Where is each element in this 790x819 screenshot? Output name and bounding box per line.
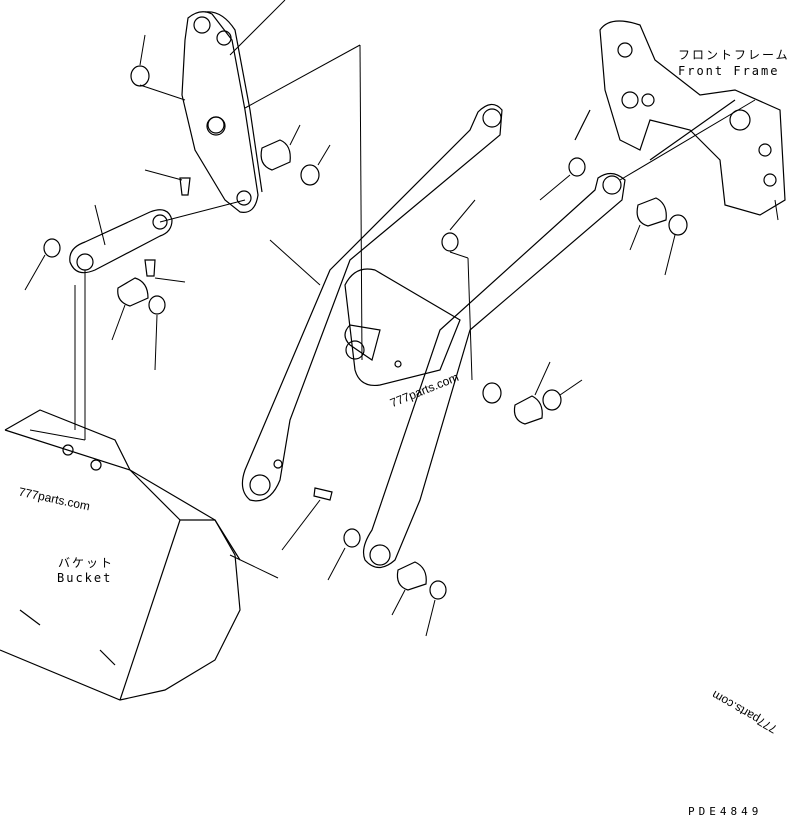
bucket <box>0 409 241 701</box>
grease-fittings <box>144 177 333 501</box>
front-frame-label-jp: フロントフレーム <box>678 48 790 62</box>
retaining-rings <box>43 65 688 600</box>
lift-arm <box>241 103 626 569</box>
leader-lines <box>24 0 779 637</box>
link <box>69 209 173 274</box>
front-frame-label-en: Front Frame <box>678 64 780 78</box>
drawing-code: PDE4849 <box>688 805 763 818</box>
bucket-label-jp: バケット <box>58 556 115 570</box>
bell-crank <box>181 11 263 213</box>
front-frame <box>574 20 786 216</box>
bushings <box>117 139 667 591</box>
bucket-label-en: Bucket <box>57 571 113 585</box>
